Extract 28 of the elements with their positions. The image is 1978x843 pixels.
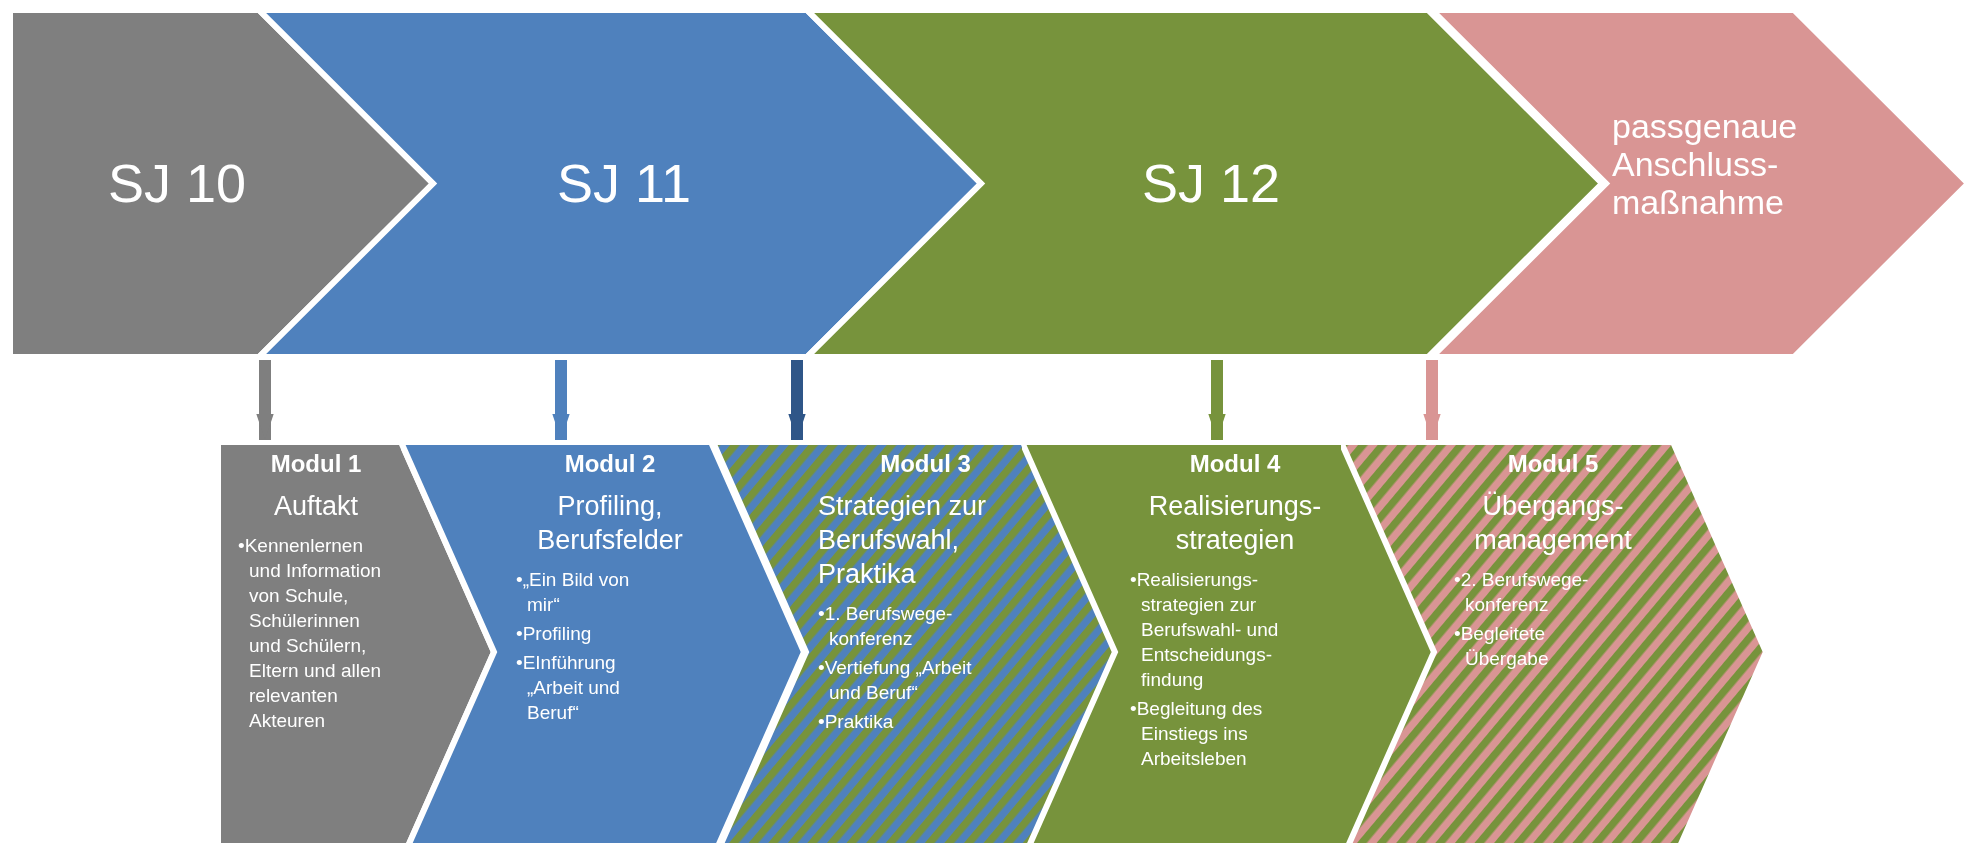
module-subtitle: Profiling, Berufsfelder bbox=[536, 490, 684, 557]
bullet-item: •1. Berufswege- konferenz bbox=[818, 602, 954, 651]
bullet-item: •2. Berufswege- konferenz bbox=[1454, 568, 1590, 617]
bullet-item: •Profiling bbox=[516, 622, 593, 646]
arrow bbox=[1208, 360, 1226, 440]
stage-label: passgenaue Anschluss- maßnahme bbox=[1612, 107, 1799, 221]
stage-label: SJ 10 bbox=[106, 152, 248, 215]
stage-label: SJ 11 bbox=[555, 152, 693, 215]
bullet-item: •Vertiefung „Arbeit und Beruf“ bbox=[818, 656, 973, 705]
arrow bbox=[552, 360, 570, 440]
arrow bbox=[1423, 360, 1441, 440]
bullet-item: •Begleitete Übergabe bbox=[1454, 622, 1550, 671]
arrow bbox=[256, 360, 274, 440]
module-title: Modul 2 bbox=[563, 449, 657, 479]
bullet-item: •EInführung „Arbeit und Beruf“ bbox=[516, 651, 621, 725]
module-subtitle: Auftakt bbox=[272, 490, 359, 523]
bullet-item: •Begleitung des Einstiegs ins Arbeitsleben bbox=[1130, 697, 1264, 771]
module-title: Modul 1 bbox=[269, 449, 363, 479]
arrow bbox=[788, 360, 806, 440]
module-subtitle: Realisierungs- strategien bbox=[1147, 490, 1323, 557]
module-subtitle: Strategien zur Berufswahl, Praktika bbox=[818, 490, 988, 591]
bullet-item: •„Ein Bild von mir“ bbox=[516, 568, 631, 617]
bullet-item: •Realisierungs- strategien zur Berufswahl- und Entscheidungs- findung bbox=[1130, 568, 1280, 692]
module-subtitle: Übergangs- management bbox=[1473, 490, 1633, 557]
stage-label: SJ 12 bbox=[1140, 152, 1282, 215]
bullet-item: •Praktika bbox=[818, 710, 895, 734]
bullet-item: •Kennenlernen und Information von Schule, Schülerinnen und Schülern, Eltern und allen relevanten Akteuren bbox=[238, 534, 383, 733]
module-title: Modul 4 bbox=[1188, 449, 1282, 479]
